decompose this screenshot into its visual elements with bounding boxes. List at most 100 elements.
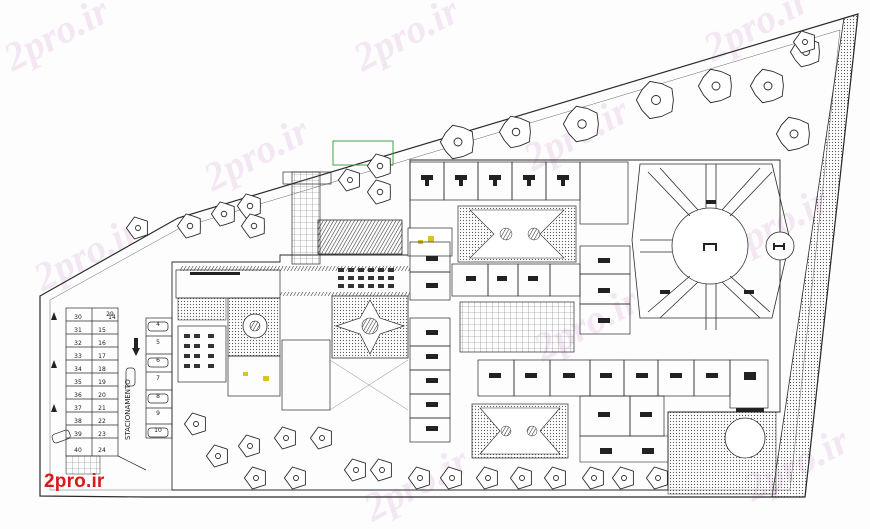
- yellow-fixture: [243, 372, 248, 376]
- slot-number: 10: [154, 427, 162, 434]
- slot-number: 32: [74, 340, 82, 347]
- slot-number: 30: [74, 314, 82, 321]
- courtyard-upper-pattern: [469, 209, 565, 259]
- fountain-lower: [500, 425, 512, 437]
- right-room-column: [579, 245, 631, 335]
- green-zone: [332, 140, 394, 166]
- hatched-block: [317, 219, 403, 255]
- slot-number: 18: [98, 366, 106, 373]
- arrow-icon: [51, 312, 140, 412]
- fountain-left-core: [249, 320, 261, 332]
- slot-number: 23: [98, 431, 106, 438]
- tree-center: [655, 475, 661, 481]
- tree-center: [376, 188, 384, 196]
- tree-center: [353, 467, 359, 473]
- entrance-steps: [291, 171, 321, 265]
- tree-center: [135, 225, 141, 231]
- lecture-hall: [177, 325, 227, 383]
- tree-center: [215, 453, 221, 459]
- tree-center: [453, 137, 463, 147]
- tree-center: [347, 177, 353, 183]
- tree-center: [319, 435, 325, 441]
- slot-number: 21: [98, 405, 106, 412]
- slot-number: 37: [74, 405, 82, 412]
- radial-pavilion: [631, 163, 795, 330]
- slot-number: 24: [98, 447, 106, 454]
- tree-center: [651, 95, 661, 105]
- fountain-upper: [499, 227, 513, 241]
- tree-center: [553, 475, 559, 481]
- grid-floor: [459, 301, 575, 353]
- yellow-fixture: [428, 236, 434, 242]
- road-hatch: [771, 13, 859, 498]
- tree-center: [193, 421, 199, 427]
- crosswalk: [65, 455, 101, 475]
- tree-center: [449, 475, 455, 481]
- tree-center: [376, 162, 384, 170]
- slot-number: 22: [98, 418, 106, 425]
- tree-center: [293, 475, 299, 481]
- entrance-porch: [282, 171, 332, 185]
- tree-center: [186, 222, 194, 230]
- wc-block: [227, 355, 281, 397]
- slot-number: 8: [156, 393, 160, 400]
- tree-center: [417, 475, 423, 481]
- slot-number: 19: [98, 379, 106, 386]
- tree-center: [711, 81, 721, 91]
- tree-center: [485, 475, 491, 481]
- slot-number: 14: [108, 314, 116, 321]
- slot-number: 16: [98, 340, 106, 347]
- building-plot: [171, 159, 781, 491]
- table-icon: [190, 175, 785, 454]
- plaza-tree-round: [724, 417, 766, 459]
- tree-center: [253, 475, 259, 481]
- parking-lot: [65, 307, 173, 471]
- courtyard-lower-pattern: [479, 407, 561, 455]
- fountain-upper: [527, 227, 541, 241]
- tree-center: [511, 127, 521, 137]
- yellow-fixture: [263, 376, 269, 381]
- brand-logo: 2pro.ir: [44, 471, 105, 492]
- entry-plaza: [579, 435, 669, 463]
- hatched-wall-band: [177, 297, 227, 321]
- tree-center: [519, 475, 525, 481]
- tree-center: [802, 39, 808, 45]
- parking-numbers: 40 39 38 37 36 35 34 33 32 31 30 24 23 2…: [74, 311, 162, 454]
- slot-number: 5: [156, 339, 160, 346]
- slot-number: 38: [74, 418, 82, 425]
- slot-number: 35: [74, 379, 82, 386]
- tree-center: [763, 81, 773, 91]
- slot-number: 7: [156, 375, 160, 382]
- auditorium-seats: [184, 268, 394, 368]
- parking-label: STACIONAMENTO: [124, 379, 132, 440]
- hatched-wall-band: [180, 266, 410, 271]
- tree-center: [591, 475, 597, 481]
- cross-diagonal: [329, 359, 409, 411]
- hatched-wall-band: [280, 292, 410, 296]
- slot-number: 6: [156, 357, 160, 364]
- tree-center: [283, 435, 289, 441]
- slot-number: 4: [156, 321, 160, 328]
- tree-center: [247, 443, 253, 449]
- tree-center: [379, 467, 385, 473]
- room: [281, 339, 331, 411]
- car-icon: [51, 321, 169, 444]
- slot-number: 15: [98, 327, 106, 334]
- slot-number: 20: [98, 392, 106, 399]
- slot-number: 9: [156, 410, 160, 417]
- tree-center: [789, 129, 799, 139]
- tree-center: [220, 210, 228, 218]
- top-room-row: [409, 161, 629, 225]
- slot-number: 33: [74, 353, 82, 360]
- fountain-center: [361, 317, 379, 335]
- tree-center: [621, 475, 627, 481]
- slot-number: 17: [98, 353, 106, 360]
- slot-number: 31: [74, 327, 82, 334]
- office-column: [409, 241, 451, 443]
- tree-center: [250, 222, 258, 230]
- slot-number: 40: [74, 447, 82, 454]
- trees: [125, 30, 820, 490]
- slot-number: 36: [74, 392, 82, 399]
